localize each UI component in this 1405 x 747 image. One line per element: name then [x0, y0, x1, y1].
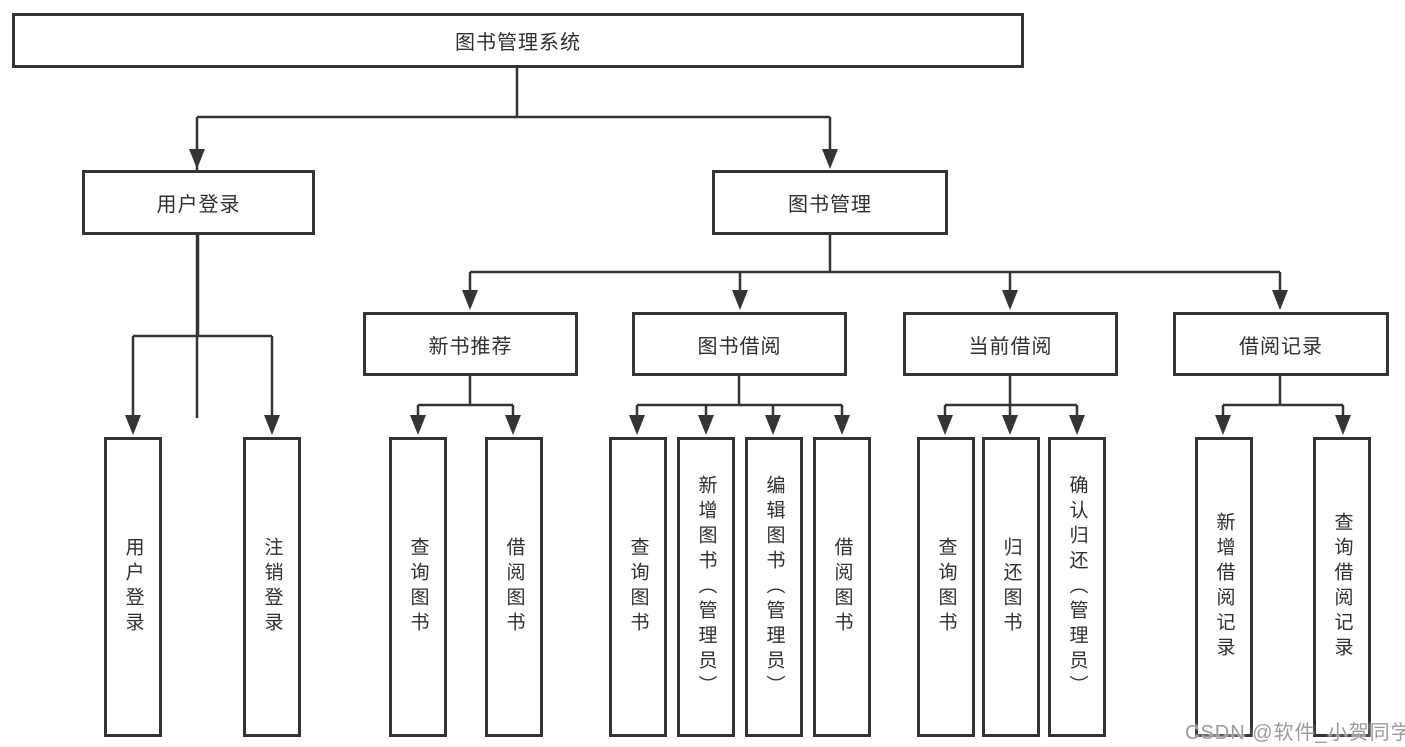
arrow-down-icon — [125, 415, 141, 435]
arrow-down-icon — [264, 415, 280, 435]
arrow-down-icon — [189, 149, 205, 169]
arrow-down-icon — [629, 415, 645, 435]
node-label: 新增图书（管理员） — [695, 474, 717, 700]
arrow-down-icon — [1272, 290, 1288, 310]
node-label: 图书管理系统 — [455, 32, 581, 54]
node-label: 新增借阅记录 — [1213, 512, 1235, 662]
leaf-user-login: 用户登录 — [104, 437, 162, 737]
arrow-down-icon — [834, 415, 850, 435]
arrow-down-icon — [1335, 415, 1351, 435]
connector-borrow-record-branch — [1221, 376, 1345, 418]
node-label: 查询图书 — [407, 537, 429, 637]
connector-lines — [131, 68, 1345, 418]
node-label: 用户登录 — [156, 194, 241, 216]
node-label: 注销登录 — [261, 537, 283, 637]
node-label: 借阅图书 — [503, 537, 525, 637]
arrow-down-icon — [505, 415, 521, 435]
leaf-return-book: 归还图书 — [982, 437, 1040, 737]
leaf-add-book-admin: 新增图书（管理员） — [677, 437, 735, 737]
node-label: 归还图书 — [1000, 537, 1022, 637]
node-current-borrow: 当前借阅 — [903, 312, 1118, 376]
node-new-book-recommend: 新书推荐 — [363, 312, 578, 376]
leaf-query-books-2: 查询图书 — [609, 437, 667, 737]
leaf-edit-book-admin: 编辑图书（管理员） — [745, 437, 803, 737]
arrow-down-icon — [1002, 415, 1018, 435]
node-label: 查询图书 — [627, 537, 649, 637]
node-label: 图书管理 — [788, 194, 872, 216]
node-label: 用户登录 — [122, 537, 144, 637]
arrowheads — [125, 149, 1351, 435]
node-user-login: 用户登录 — [82, 170, 315, 235]
leaf-query-books-1: 查询图书 — [389, 437, 447, 737]
arrow-down-icon — [698, 415, 714, 435]
node-label: 当前借阅 — [968, 335, 1053, 358]
node-label: 图书借阅 — [697, 335, 782, 358]
leaf-logout: 注销登录 — [243, 437, 301, 737]
leaf-query-books-3: 查询图书 — [917, 437, 975, 737]
node-label: 确认归还（管理员） — [1066, 474, 1088, 700]
arrow-down-icon — [1215, 415, 1231, 435]
connector-root-to-level2 — [195, 68, 832, 418]
node-label: 查询借阅记录 — [1331, 512, 1353, 662]
node-label: 借阅记录 — [1239, 335, 1323, 358]
leaf-confirm-return-admin: 确认归还（管理员） — [1048, 437, 1106, 737]
arrow-down-icon — [1069, 415, 1085, 435]
arrow-down-icon — [765, 415, 781, 435]
leaf-add-borrow-record: 新增借阅记录 — [1195, 437, 1253, 737]
connector-user-login-branch — [131, 235, 274, 418]
connector-new-book-branch — [416, 376, 515, 418]
arrow-down-icon — [462, 290, 478, 310]
leaf-borrow-books-2: 借阅图书 — [813, 437, 871, 737]
node-label: 新书推荐 — [428, 335, 513, 358]
arrow-down-icon — [937, 415, 953, 435]
node-label: 查询图书 — [935, 537, 957, 637]
arrow-down-icon — [732, 290, 748, 310]
arrow-down-icon — [1002, 290, 1018, 310]
connector-book-management-branch — [468, 235, 1282, 293]
node-label: 编辑图书（管理员） — [763, 474, 785, 700]
leaf-query-borrow-record: 查询借阅记录 — [1313, 437, 1371, 737]
connector-current-borrow-branch — [943, 376, 1079, 418]
arrow-down-icon — [822, 149, 838, 169]
leaf-borrow-books-1: 借阅图书 — [485, 437, 543, 737]
node-borrow-record: 借阅记录 — [1173, 312, 1389, 376]
connector-book-borrow-branch — [635, 376, 844, 418]
node-root-system: 图书管理系统 — [12, 13, 1024, 68]
node-book-management: 图书管理 — [712, 170, 948, 235]
arrow-down-icon — [410, 415, 426, 435]
node-book-borrow: 图书借阅 — [632, 312, 847, 376]
node-label: 借阅图书 — [831, 537, 853, 637]
csdn-watermark: CSDN @软件_小贺同学 — [1185, 722, 1405, 744]
